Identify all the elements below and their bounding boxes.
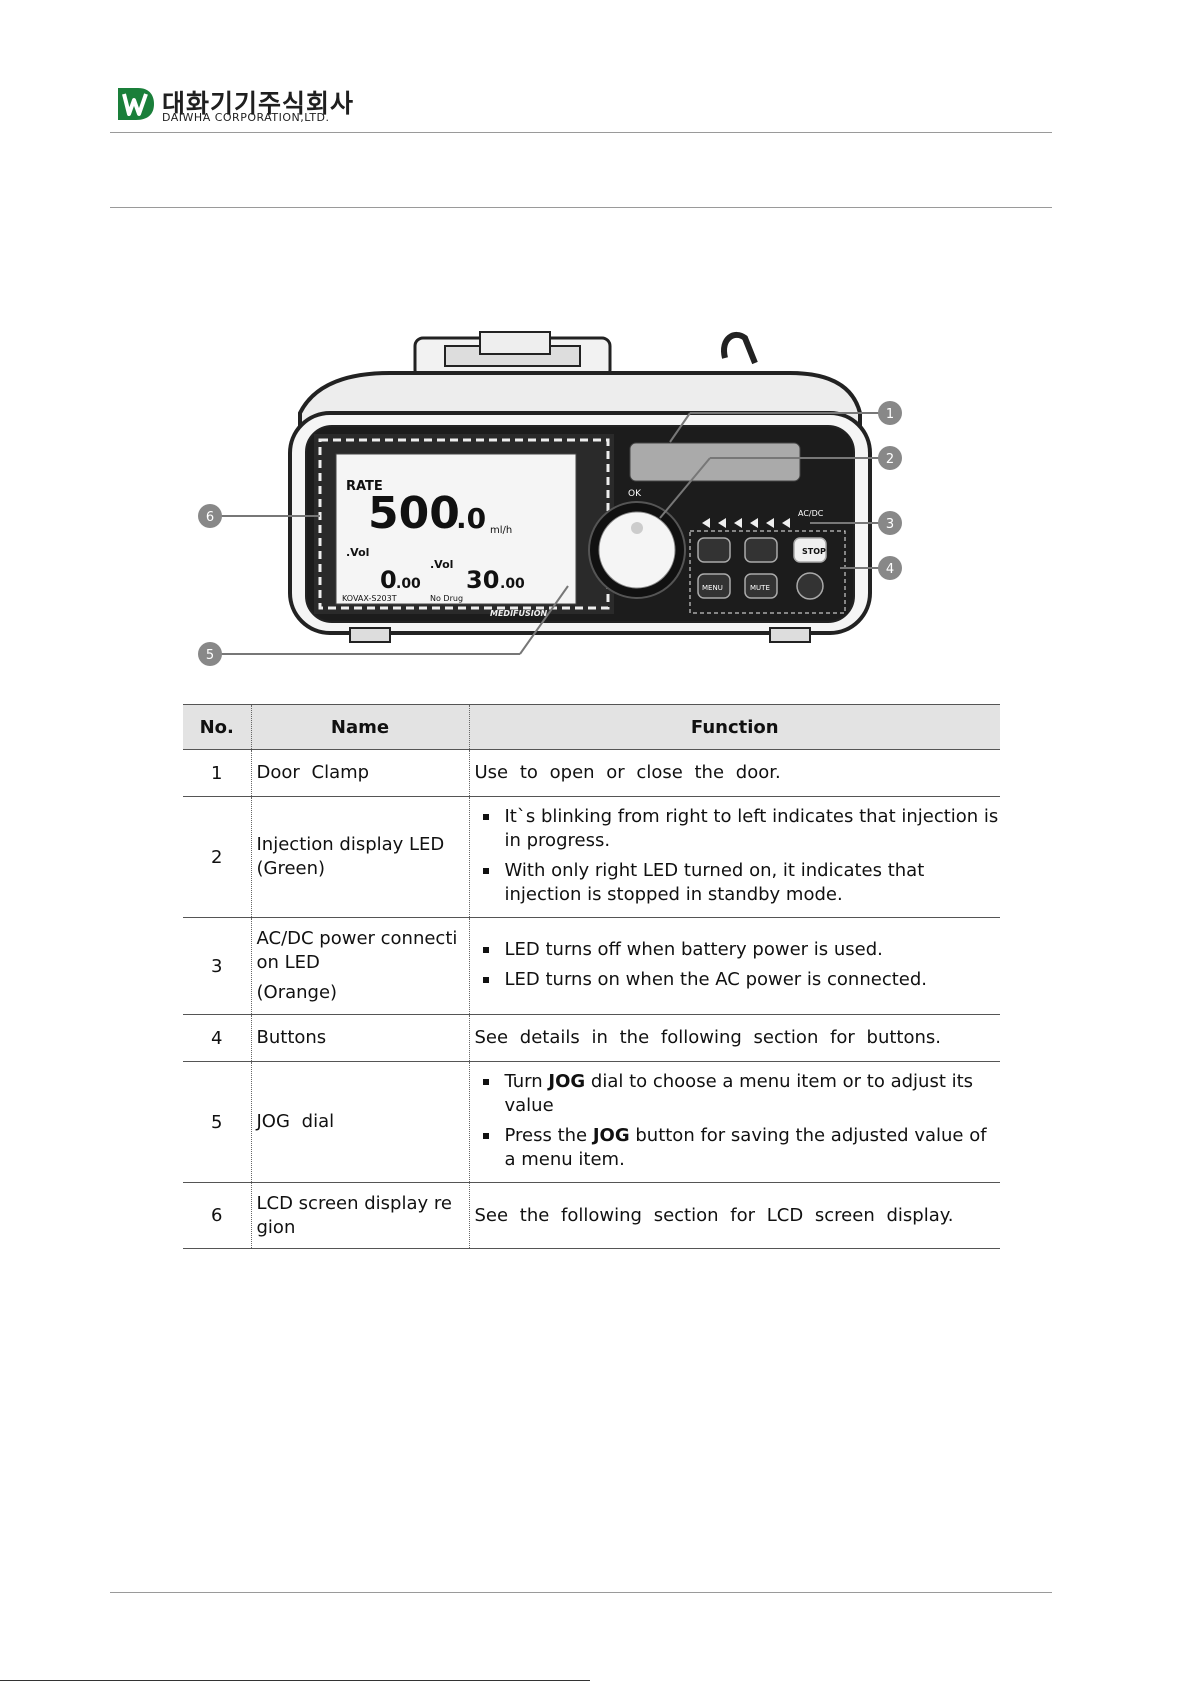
company-name-korean: 대화기기주식회사 [162,89,355,118]
company-logo-icon [118,88,154,120]
row-name: Injection display LED (Green) [251,796,470,918]
row-name: AC/DC power connecti on LED (Orange) [251,917,470,1015]
row-function: It`s blinking from right to left indicat… [469,796,1000,918]
callout-6: 6 [206,510,214,525]
lcd-rate-label: RATE [346,479,383,494]
page-bottom-line [0,1680,590,1681]
row-number: 2 [183,796,252,918]
table-row: 1 Door Clamp Use to open or close the do… [183,749,1000,797]
lcd-rate-unit: ml/h [490,525,512,536]
section-divider [110,207,1052,208]
table-row: 2 Injection display LED (Green) It`s bli… [183,796,1000,918]
lcd-model: KOVAX-S203T [342,594,397,603]
row-name: JOG dial [251,1061,470,1183]
row-name: Door Clamp [251,749,470,797]
header-name: Name [251,704,470,750]
row-name: Buttons [251,1014,470,1062]
footer-divider [110,1592,1052,1593]
lcd-vol1-label: .Vol [346,546,369,559]
component-table: No. Name Function 1 Door Clamp Use to op… [183,704,1000,1249]
lcd-vol1-value: 0 [380,566,397,594]
menu-button-label: MENU [702,584,723,592]
row-function: LED turns off when battery power is used… [469,917,1000,1015]
callout-4: 4 [886,562,894,577]
row-function: Use to open or close the door. [469,749,1000,797]
table-header-row: No. Name Function [183,704,1000,750]
table-row: 6 LCD screen display re gion See the fol… [183,1182,1000,1249]
infusion-pump-illustration: RATE 500 .0 ml/h .Vol 0 .00 .Vol 30 .00 … [198,331,902,666]
row-name-line: (Orange) [256,982,338,1003]
bullet-item: LED turns off when battery power is used… [482,938,1000,962]
row-number: 1 [183,749,252,797]
lcd-vol2-value: 30 [466,566,499,594]
lcd-drug: No Drug [430,594,463,603]
row-number: 4 [183,1014,252,1062]
row-name-line: AC/DC power connecti on LED [256,928,458,973]
row-name: LCD screen display re gion [251,1182,470,1249]
table-row: 4 Buttons See details in the following s… [183,1014,1000,1062]
row-function: See details in the following section for… [469,1014,1000,1062]
mute-button-label: MUTE [750,584,770,592]
header-no: No. [183,704,252,750]
lcd-rate-decimal: .0 [456,502,486,535]
callout-5: 5 [206,648,214,663]
row-function: Turn JOG dial to choose a menu item or t… [469,1061,1000,1183]
bullet-item: It`s blinking from right to left indicat… [482,806,999,851]
table-row: 5 JOG dial Turn JOG dial to choose a men… [183,1061,1000,1183]
brand-label: MEDIFUSION [490,609,548,618]
bullet-item: Press the JOG button for saving the adju… [482,1124,1000,1172]
header-function: Function [469,704,1000,750]
bullet-item: With only right LED turned on, it indica… [482,859,1000,907]
bullet-item: Turn JOG dial to choose a menu item or t… [482,1070,1000,1118]
callout-3: 3 [886,517,894,532]
company-name-english: DAIWHA CORPORATION,LTD. [162,111,330,124]
row-number: 5 [183,1061,252,1183]
jog-ok-label: OK [628,489,642,499]
lcd-rate-value: 500 [368,488,460,539]
row-number: 3 [183,917,252,1015]
acdc-label: AC/DC [798,509,824,518]
stop-button-label: STOP [802,547,826,556]
header-divider [110,132,1052,133]
callout-1: 1 [886,407,894,422]
row-number: 6 [183,1182,252,1249]
callout-2: 2 [886,452,894,467]
lcd-vol2-label: .Vol [430,558,453,571]
bullet-item: LED turns on when the AC power is connec… [482,968,1000,992]
table-row: 3 AC/DC power connecti on LED (Orange) L… [183,917,1000,1015]
row-function: See the following section for LCD screen… [469,1182,1000,1249]
lcd-vol1-decimal: .00 [396,576,421,592]
lcd-vol2-decimal: .00 [500,576,525,592]
